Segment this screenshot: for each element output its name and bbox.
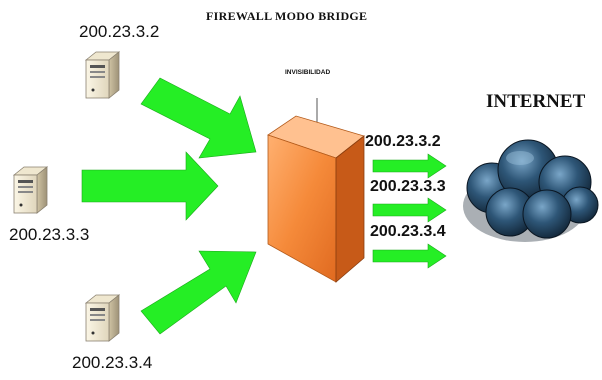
outgoing-arrow-3 xyxy=(372,243,447,269)
outgoing-arrow-1 xyxy=(372,153,447,179)
outgoing-ip-label-2: 200.23.3.3 xyxy=(370,178,446,195)
firewall-wall-icon xyxy=(267,98,365,283)
arrow-top-to-firewall xyxy=(140,77,257,159)
outgoing-ip-label-1: 200.23.3.2 xyxy=(365,133,441,150)
server-icon-top xyxy=(84,51,121,99)
internet-label: INTERNET xyxy=(486,91,586,112)
host-ip-label-top: 200.23.3.2 xyxy=(79,22,160,41)
host-ip-label-bottom: 200.23.3.4 xyxy=(72,353,153,372)
arrow-middle-to-firewall xyxy=(81,151,219,221)
outgoing-arrow-2 xyxy=(372,197,447,223)
firewall-note-label: INVISIBILIDAD xyxy=(285,69,331,76)
host-ip-label-middle: 200.23.3.3 xyxy=(9,225,90,244)
diagram-title: FIREWALL MODO BRIDGE xyxy=(206,9,368,23)
outgoing-ip-label-3: 200.23.3.4 xyxy=(370,223,446,240)
server-icon-middle xyxy=(12,166,49,214)
cloud-icon xyxy=(463,139,599,242)
server-icon-bottom xyxy=(84,294,121,342)
arrow-bottom-to-firewall xyxy=(140,250,257,335)
